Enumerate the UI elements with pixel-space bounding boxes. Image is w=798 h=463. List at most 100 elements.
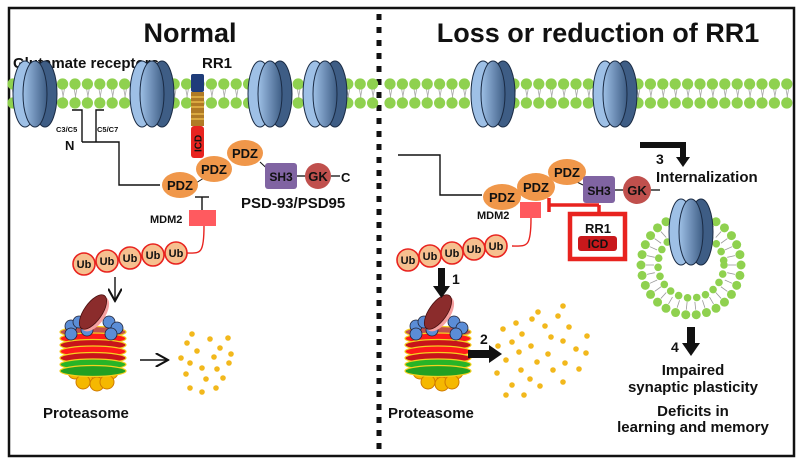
lipid-head: [706, 78, 719, 90]
site-label-c5c7: C5/C7: [97, 125, 118, 134]
outcome-deficits: Deficits in: [657, 403, 729, 420]
cell-membrane: [7, 78, 793, 109]
mdm2-label-right: MDM2: [477, 210, 509, 222]
peptide: [584, 333, 590, 339]
proteasome-label-right: Proteasome: [388, 405, 474, 422]
peptide: [516, 349, 522, 355]
lipid-head: [69, 78, 81, 90]
lipid-head: [230, 78, 242, 90]
lipid-head: [384, 97, 396, 109]
peptide: [207, 336, 213, 342]
peptide: [566, 324, 572, 330]
ubiquitin: Ub: [95, 249, 119, 273]
lipid-head: [69, 97, 81, 109]
sh3-domain: [265, 163, 297, 189]
svg-text:ICD: ICD: [194, 135, 205, 152]
pdz-label: PDZ: [232, 146, 258, 161]
lipid-head: [694, 78, 706, 90]
peptide: [509, 382, 515, 388]
peptide: [555, 313, 561, 319]
lipid-head: [106, 97, 118, 109]
lipid-head: [520, 97, 533, 109]
peptide: [560, 379, 566, 385]
peptide: [519, 331, 525, 337]
lipid-head: [106, 78, 118, 90]
psd95-n-terminus-tether-right: [398, 154, 482, 196]
peptide: [560, 303, 566, 309]
peptide: [187, 360, 193, 366]
proteasome-left: [59, 294, 127, 392]
peptide: [503, 357, 509, 363]
right-panel-title: Loss or reduction of RR1: [437, 18, 760, 48]
svg-text:Ub: Ub: [423, 251, 438, 263]
lipid-head: [657, 78, 669, 90]
peptide: [184, 340, 190, 346]
peptide: [562, 360, 568, 366]
lipid-head: [694, 97, 706, 109]
lipid-head: [354, 97, 366, 109]
peptide: [573, 346, 579, 352]
lipid-head: [744, 78, 756, 90]
peptide: [545, 351, 551, 357]
lipid-head: [768, 78, 781, 90]
svg-text:Ub: Ub: [467, 244, 482, 256]
lipid-head: [558, 97, 570, 109]
peptide: [228, 351, 234, 357]
lipid-head: [731, 97, 743, 109]
peptide: [529, 316, 535, 322]
peptide: [503, 392, 509, 398]
peptide: [178, 355, 184, 361]
peptide: [583, 350, 589, 356]
rr1-transmembrane: ICD: [191, 74, 205, 158]
lipid-head: [768, 97, 781, 109]
pdz-label: PDZ: [554, 165, 580, 180]
peptide: [199, 389, 205, 395]
lipid-head: [520, 78, 533, 90]
psd95-scaffold-left: [162, 140, 340, 198]
lipid-head: [669, 78, 681, 90]
ubiquitin: Ub: [440, 241, 464, 265]
lipid-head: [446, 97, 458, 109]
peptide: [220, 375, 226, 381]
ubiquitin: Ub: [396, 248, 420, 272]
lipid-head: [292, 78, 304, 90]
svg-text:Ub: Ub: [123, 253, 138, 265]
lipid-head: [81, 78, 93, 90]
ubiquitin-tether-right: [511, 217, 532, 247]
peptide: [527, 376, 533, 382]
lipid-head: [409, 78, 421, 90]
lipid-head: [781, 78, 793, 90]
lipid-head: [458, 78, 470, 90]
peptide: [537, 383, 543, 389]
svg-text:Ub: Ub: [77, 259, 92, 271]
lipid-head: [682, 97, 694, 109]
rr1-icd-left: [191, 126, 204, 158]
sh3-label: SH3: [269, 170, 293, 184]
lipid-head: [119, 78, 131, 90]
peptide: [495, 343, 501, 349]
glutamate-receptor: [470, 60, 516, 128]
gk-label: GK: [627, 183, 647, 198]
lipid-head: [119, 97, 131, 109]
lipid-head: [719, 78, 731, 90]
pdz-label: PDZ: [201, 162, 227, 177]
peptide: [521, 392, 527, 398]
pdz-domain: [162, 172, 198, 198]
peptide: [513, 320, 519, 326]
lipid-head: [756, 78, 768, 90]
peptide: [548, 334, 554, 340]
lipid-head: [367, 78, 379, 90]
peptide: [494, 370, 500, 376]
lipid-head: [533, 78, 545, 90]
peptide: [518, 367, 524, 373]
step-4-arrow: [682, 327, 700, 356]
ubiquitin: Ub: [164, 241, 188, 265]
ubiquitin: Ub: [418, 244, 442, 268]
psd95-scaffold-right: [483, 159, 660, 210]
step-3-number: 3: [656, 151, 664, 167]
peptide: [576, 366, 582, 372]
pdz-domain: [227, 140, 263, 166]
lipid-head: [731, 78, 743, 90]
